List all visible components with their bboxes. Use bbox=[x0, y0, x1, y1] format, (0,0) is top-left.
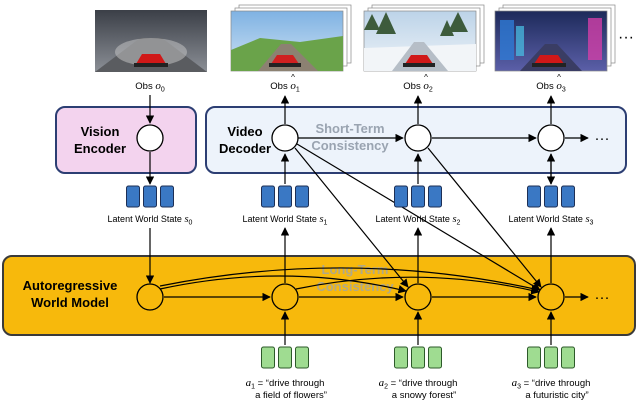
vision-encoder-block bbox=[55, 106, 197, 174]
decoder-node-1 bbox=[271, 124, 299, 152]
decoder-node-3 bbox=[537, 124, 565, 152]
decoder-node-2 bbox=[404, 124, 432, 152]
latent-token bbox=[143, 185, 157, 208]
action-token bbox=[394, 346, 408, 369]
action-label-2-line1: a2 = “drive through bbox=[379, 377, 458, 391]
top-right-ellipsis: ··· bbox=[618, 29, 634, 46]
latent-token bbox=[428, 185, 442, 208]
latent-token-groups bbox=[126, 185, 575, 208]
obs-hat-1: ^ bbox=[291, 73, 295, 82]
arrows bbox=[145, 95, 589, 345]
obs-image-3-stack bbox=[494, 4, 616, 72]
obs-image-2-stack bbox=[363, 4, 485, 72]
world-model-node-0 bbox=[136, 283, 164, 311]
latent-token bbox=[278, 185, 292, 208]
world-model-node-1 bbox=[271, 283, 299, 311]
action-label-1-line1: a1 = “drive through bbox=[246, 377, 325, 391]
latent-token bbox=[561, 185, 575, 208]
latent-token bbox=[411, 185, 425, 208]
world-model-node-3 bbox=[537, 283, 565, 311]
action-token bbox=[561, 346, 575, 369]
action-label-2-line2: a snowy forest” bbox=[392, 390, 456, 401]
latent-label-2: Latent World State s2 bbox=[376, 214, 461, 227]
latent-token bbox=[544, 185, 558, 208]
action-token bbox=[295, 346, 309, 369]
latent-token bbox=[295, 185, 309, 208]
obs-label-3: Obs o3 bbox=[536, 80, 566, 94]
action-label-3-line2: a futuristic city” bbox=[525, 390, 588, 401]
action-token bbox=[544, 346, 558, 369]
latent-token bbox=[394, 185, 408, 208]
obs-image-0 bbox=[95, 10, 207, 72]
latent-token bbox=[126, 185, 140, 208]
obs-label-0: Obs o0 bbox=[135, 80, 165, 94]
action-token bbox=[261, 346, 275, 369]
latent-token bbox=[160, 185, 174, 208]
latent-state-labels: Latent World State s0 Latent World State … bbox=[108, 214, 594, 227]
latent-token bbox=[261, 185, 275, 208]
world-model-block bbox=[2, 255, 636, 336]
obs-hat-2: ^ bbox=[424, 73, 428, 82]
world-model-ellipsis: ··· bbox=[595, 289, 610, 306]
action-label-1-line2: a field of flowers” bbox=[255, 390, 327, 401]
latent-label-0: Latent World State s0 bbox=[108, 214, 193, 227]
action-token bbox=[411, 346, 425, 369]
action-token bbox=[278, 346, 292, 369]
latent-label-3: Latent World State s3 bbox=[509, 214, 594, 227]
obs-label-1: Obs o1 bbox=[270, 80, 300, 94]
action-token bbox=[527, 346, 541, 369]
action-token bbox=[428, 346, 442, 369]
latent-token bbox=[527, 185, 541, 208]
action-token-groups bbox=[261, 346, 575, 369]
encoder-node bbox=[136, 124, 164, 152]
obs-hat-3: ^ bbox=[557, 73, 561, 82]
obs-label-2: Obs o2 bbox=[403, 80, 433, 94]
world-model-node-2 bbox=[404, 283, 432, 311]
decoder-ellipsis: ··· bbox=[595, 130, 610, 147]
obs-image-1-stack bbox=[230, 4, 352, 72]
action-label-3-line1: a3 = “drive through bbox=[512, 377, 591, 391]
latent-label-1: Latent World State s1 bbox=[243, 214, 328, 227]
